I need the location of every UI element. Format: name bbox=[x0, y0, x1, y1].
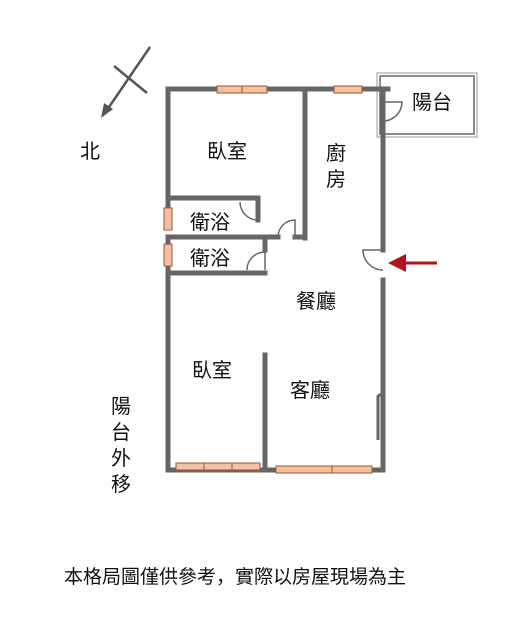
room-label-bath-1: 衛浴 bbox=[190, 210, 230, 234]
windows bbox=[163, 85, 373, 474]
room-label-bath-2: 衛浴 bbox=[190, 246, 230, 270]
disclaimer-text: 本格局圖僅供參考，實際以房屋現場為主 bbox=[64, 566, 407, 588]
room-label-balcony: 陽台 bbox=[412, 90, 452, 114]
room-label-dining: 餐廳 bbox=[296, 289, 336, 313]
walls bbox=[165, 86, 391, 473]
entrance-arrow-icon bbox=[388, 254, 437, 272]
north-label: 北 bbox=[80, 139, 100, 163]
balcony-moved-note: 陽台外移 bbox=[111, 394, 131, 496]
balcony-box bbox=[376, 72, 478, 138]
room-label-bedroom-top: 臥室 bbox=[207, 139, 247, 163]
room-label-bedroom-bottom: 臥室 bbox=[192, 358, 232, 382]
room-label-kitchen: 廚房 bbox=[326, 141, 346, 191]
north-arrow-icon bbox=[101, 46, 152, 118]
door-swings bbox=[239, 101, 403, 271]
wall-notch bbox=[376, 393, 383, 440]
room-label-living: 客廳 bbox=[290, 378, 330, 402]
